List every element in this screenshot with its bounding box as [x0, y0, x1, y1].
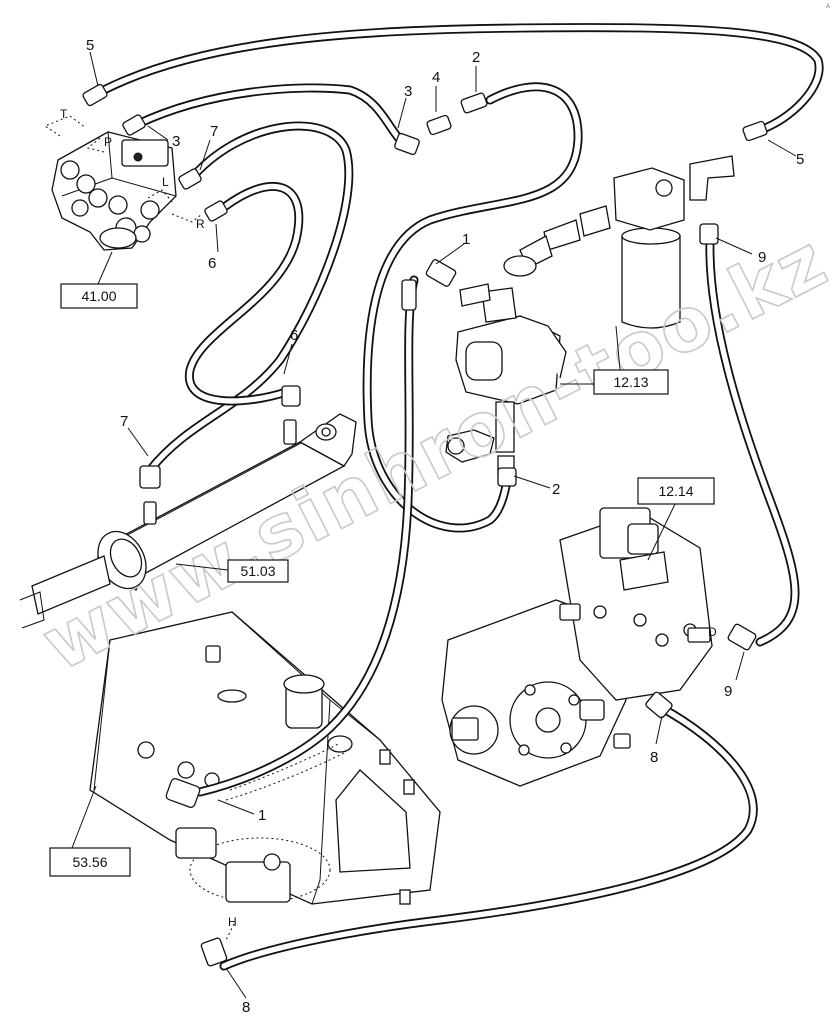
reference-label: 53.56 — [72, 854, 107, 870]
callout-1: 1 — [462, 231, 470, 248]
leader-lines — [71, 51, 797, 999]
port-label-T: T — [60, 107, 68, 121]
reference-label: 12.13 — [613, 374, 648, 390]
port-label-D: D — [708, 625, 717, 639]
hose-6-cylinder-line — [184, 181, 304, 406]
reference-box-41-00: 41.00 — [60, 283, 138, 309]
steering-control-valve — [43, 115, 203, 251]
callout-1: 1 — [258, 807, 266, 824]
watermark: www.sinhron-too.kz — [29, 218, 840, 688]
hose-9-drain-line — [705, 237, 800, 647]
corner-mark: A — [826, 4, 830, 10]
hose-7-cylinder-line — [145, 121, 354, 475]
reference-box-12-14: 12.14 — [637, 477, 715, 505]
steering-cylinder — [19, 413, 357, 629]
hose-fittings — [82, 83, 768, 967]
callout-2: 2 — [552, 481, 560, 498]
callout-5: 5 — [86, 37, 94, 54]
callout-7: 7 — [210, 123, 218, 140]
callout-6: 6 — [208, 255, 216, 272]
hose-1-tank-line — [195, 275, 419, 797]
port-label-P: P — [104, 135, 112, 149]
callout-9: 9 — [758, 249, 766, 266]
callout-8: 8 — [650, 749, 658, 766]
reference-label: 51.03 — [240, 563, 275, 579]
hose-3-pressure-line — [133, 83, 407, 147]
oil-filter — [503, 155, 735, 329]
port-label-R: R — [196, 217, 205, 231]
callout-2: 2 — [472, 49, 480, 66]
port-labels: T P L R D H — [60, 107, 717, 929]
callout-4: 4 — [432, 69, 440, 86]
hose-5-return-line — [95, 23, 824, 135]
callout-6: 6 — [290, 327, 298, 344]
reference-box-51-03: 51.03 — [227, 559, 289, 583]
callout-8: 8 — [242, 999, 250, 1016]
reference-label: 12.14 — [658, 483, 693, 499]
port-label-H: H — [228, 915, 237, 929]
callout-numbers: 5 3 3 4 2 7 6 5 1 6 7 2 9 9 8 1 8 — [86, 37, 804, 1016]
callout-3: 3 — [404, 83, 412, 100]
hose-2-supply-line — [362, 82, 583, 533]
reference-box-53-56: 53.56 — [49, 847, 131, 877]
reference-label: 41.00 — [81, 288, 116, 304]
callout-7: 7 — [120, 413, 128, 430]
callout-5: 5 — [796, 151, 804, 168]
hydraulic-tank — [89, 611, 441, 905]
callout-9: 9 — [724, 683, 732, 700]
reference-box-12-13: 12.13 — [593, 369, 669, 395]
port-label-L: L — [162, 175, 169, 189]
hydrostatic-pump — [441, 507, 713, 787]
callout-3: 3 — [172, 133, 180, 150]
valve-assembly — [445, 283, 567, 475]
hose-8-case-drain-line — [219, 703, 758, 971]
